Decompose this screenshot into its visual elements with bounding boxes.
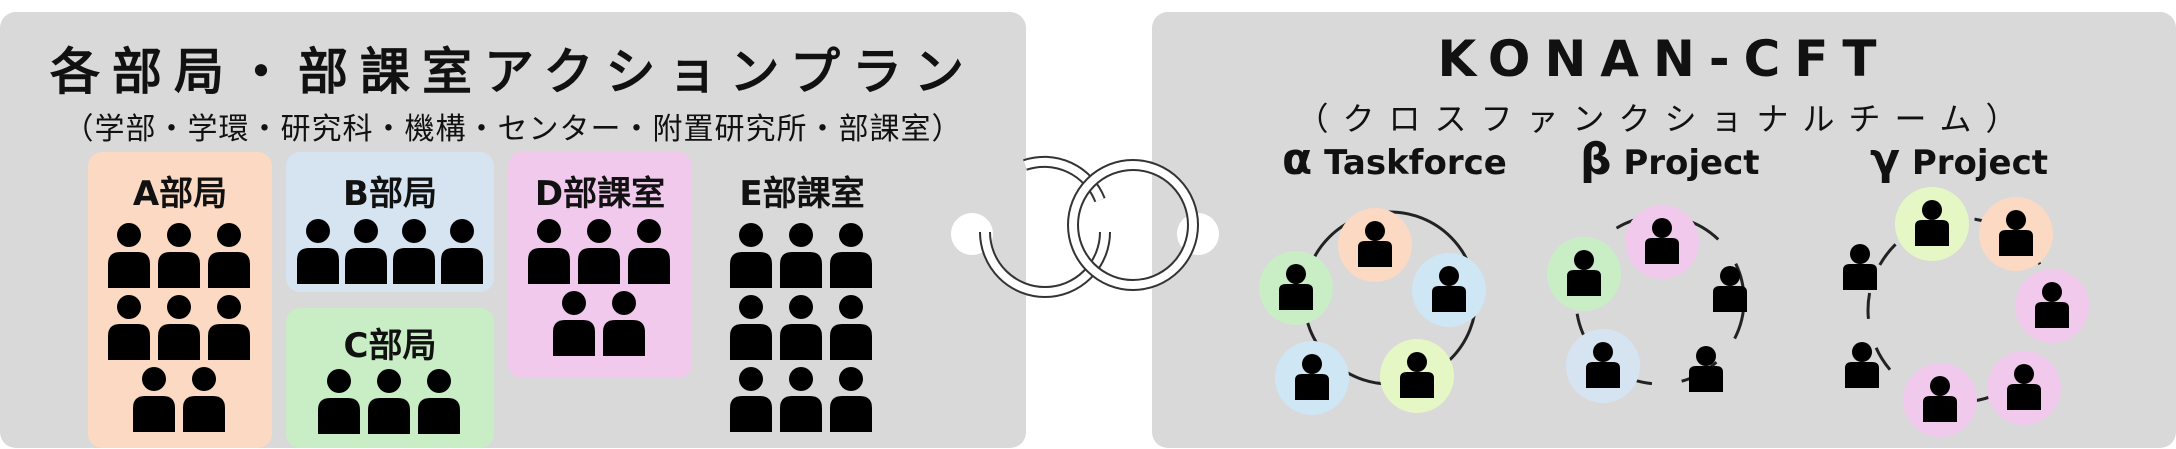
person-icon	[780, 223, 822, 288]
person-icon	[108, 295, 150, 360]
dept-e-group: E部課室	[716, 152, 888, 448]
person-icon	[628, 219, 670, 284]
dept-a-box: A部局	[88, 152, 272, 448]
dept-e-members	[726, 222, 878, 432]
team-beta-name: Project	[1623, 143, 1760, 183]
person-icon	[830, 367, 872, 432]
person-icon	[730, 367, 772, 432]
person-icon	[318, 369, 360, 434]
team-alpha-label: α Taskforce	[1282, 134, 1507, 185]
link-rings-icon	[979, 155, 1199, 298]
team-gamma-greek: γ	[1870, 134, 1900, 185]
person-icon	[528, 219, 570, 284]
dept-d-members	[524, 218, 676, 284]
cft-subtitle: （クロスファンクショナルチーム）	[1296, 100, 2032, 138]
person-icon	[830, 295, 872, 360]
person-icon	[730, 295, 772, 360]
dept-d-box: D部課室	[508, 152, 692, 378]
person-icon	[780, 367, 822, 432]
team-gamma-network	[1843, 187, 2089, 437]
person-icon	[158, 295, 200, 360]
person-icon	[208, 295, 250, 360]
person-icon	[578, 219, 620, 284]
gamma-member	[1843, 244, 1877, 290]
team-gamma-label: γ Project	[1870, 134, 2048, 185]
person-icon	[183, 367, 225, 432]
team-alpha-greek: α	[1282, 134, 1313, 185]
person-icon	[108, 223, 150, 288]
dept-a-members	[104, 222, 256, 360]
dept-a-label: A部局	[132, 174, 228, 214]
gamma-member	[1845, 342, 1879, 388]
beta-member	[1713, 266, 1747, 312]
dept-b-box: B部局	[286, 152, 494, 292]
person-icon	[345, 219, 387, 284]
person-icon	[830, 223, 872, 288]
beta-member	[1689, 346, 1723, 392]
person-icon	[780, 295, 822, 360]
person-icon	[158, 223, 200, 288]
cft-panel: KONAN-CFT （クロスファンクショナルチーム） α Taskforce β…	[1152, 12, 2176, 448]
team-beta-greek: β	[1580, 134, 1612, 185]
team-alpha-name: Taskforce	[1324, 143, 1507, 183]
person-icon	[603, 291, 645, 356]
person-icon	[393, 219, 435, 284]
action-plan-title: 各部局・部課室アクションプラン	[50, 43, 976, 101]
dept-e-label: E部課室	[739, 174, 865, 214]
dept-b-members	[294, 218, 486, 284]
dept-b-label: B部局	[343, 174, 437, 214]
dept-c-members	[314, 368, 466, 434]
dept-a-members-row3	[129, 366, 231, 432]
action-plan-subtitle: （学部・学環・研究科・機構・センター・附置研究所・部課室）	[63, 112, 963, 147]
person-icon	[133, 367, 175, 432]
dept-d-label: D部課室	[534, 174, 666, 214]
person-icon	[730, 223, 772, 288]
person-icon	[208, 223, 250, 288]
team-gamma-name: Project	[1911, 143, 2048, 183]
person-icon	[418, 369, 460, 434]
dept-c-box: C部局	[286, 308, 494, 448]
person-icon	[297, 219, 339, 284]
person-icon	[441, 219, 483, 284]
dept-c-label: C部局	[343, 326, 437, 366]
team-beta-network	[1547, 205, 1747, 403]
person-icon	[553, 291, 595, 356]
cft-title: KONAN-CFT	[1437, 30, 1891, 88]
action-plan-panel: 各部局・部課室アクションプラン （学部・学環・研究科・機構・センター・附置研究所…	[0, 12, 1026, 448]
team-beta-label: β Project	[1580, 134, 1760, 185]
dept-d-members-row2	[549, 290, 651, 356]
person-icon	[368, 369, 410, 434]
team-alpha-network	[1259, 208, 1486, 415]
